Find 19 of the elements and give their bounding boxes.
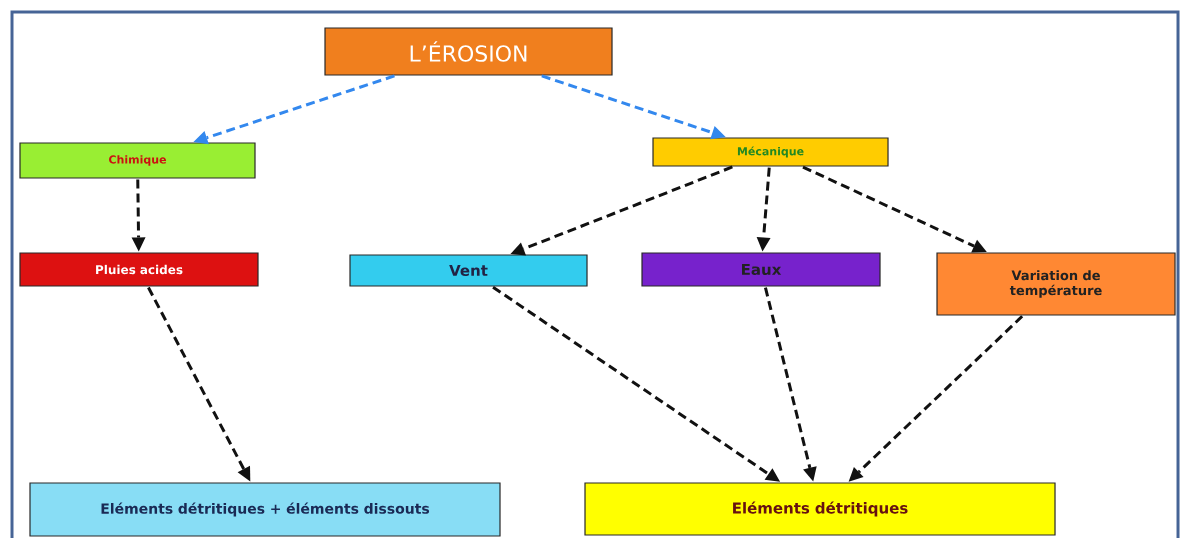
box: Eléments détritiques + éléments dissouts [29,482,501,537]
arrow [764,287,817,482]
box: Pluies acides [19,252,259,287]
arrow [541,74,726,140]
box: Chimique [19,142,256,179]
arrow [510,165,733,256]
arrow [802,165,987,253]
box: Mécanique [652,137,889,167]
arrow [193,74,395,145]
box: Variation de température [936,252,1176,316]
box: Vent [349,254,588,287]
arrow [756,167,771,252]
box: Eaux [641,252,881,287]
arrow [131,179,146,252]
arrow [492,285,781,482]
arrow [848,315,1024,482]
box: Eléments détritiques [584,482,1056,536]
arrow [147,286,251,482]
box: L’ÉROSION [324,27,613,76]
